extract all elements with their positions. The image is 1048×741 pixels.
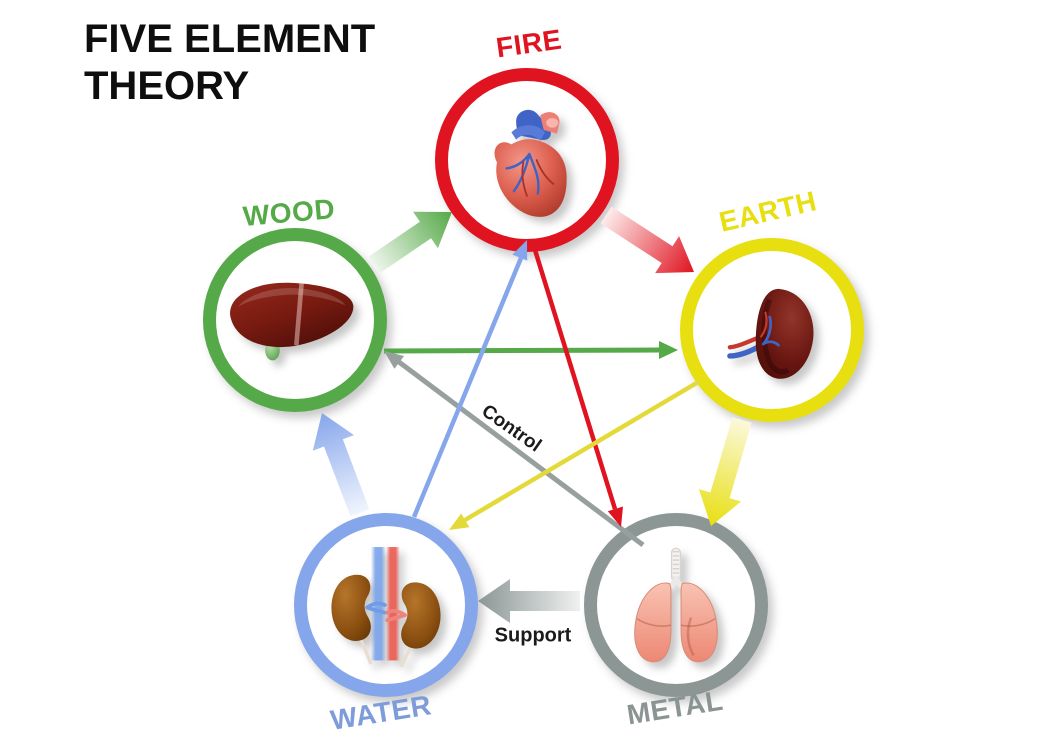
water-element-label: WATER <box>328 689 434 736</box>
heart-icon <box>494 109 567 217</box>
spleen-icon <box>727 288 814 379</box>
fire-element-node <box>435 68 619 252</box>
metal-element-node <box>584 513 768 697</box>
control-cycle-label: Control <box>477 400 545 457</box>
support-cycle-label: Support <box>494 624 572 647</box>
support-arrow-metal-to-water <box>478 579 580 623</box>
control-arrow-fire-to-metal <box>532 249 623 527</box>
title-line-2: THEORY <box>84 63 250 108</box>
fire-element-label: FIRE <box>494 23 564 64</box>
page-title: FIVE ELEMENT THEORY <box>84 16 375 110</box>
metal-element-label: METAL <box>624 684 726 731</box>
support-arrow-earth-to-metal <box>698 417 752 526</box>
control-arrow-metal-to-wood <box>384 351 645 547</box>
kidneys-icon <box>331 547 441 668</box>
control-arrow-water-to-fire <box>411 240 528 518</box>
earth-element-label: EARTH <box>716 185 820 238</box>
earth-element-node <box>680 238 864 422</box>
liver-icon <box>230 282 354 361</box>
control-arrow-wood-to-earth <box>383 341 678 359</box>
lungs-icon <box>634 547 718 663</box>
wood-element-node <box>203 228 387 412</box>
water-element-node <box>294 513 478 697</box>
support-arrow-water-to-wood <box>312 413 370 517</box>
wood-element-label: WOOD <box>241 193 337 232</box>
title-line-1: FIVE ELEMENT <box>84 17 376 61</box>
support-arrow-wood-to-fire <box>368 211 452 274</box>
support-arrow-fire-to-earth <box>600 206 694 274</box>
